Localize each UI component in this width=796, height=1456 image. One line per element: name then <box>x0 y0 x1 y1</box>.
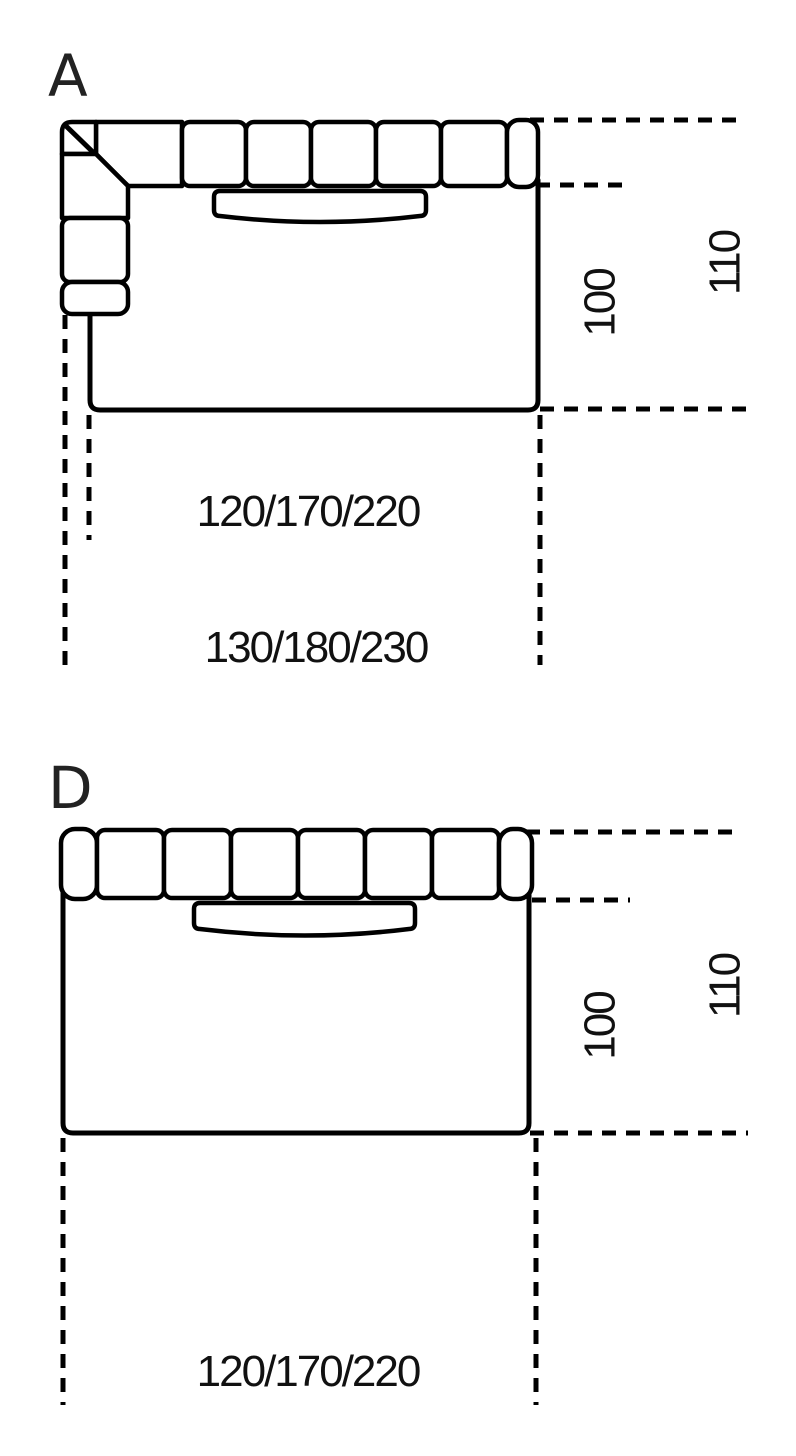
left-arm-end <box>58 826 100 902</box>
back-cushions <box>93 117 541 190</box>
back-cushion <box>308 119 379 189</box>
back-cushion <box>94 827 167 901</box>
right-arm-end <box>504 117 541 190</box>
dim-inner-width: 120/170/220 <box>197 1347 420 1396</box>
back-cushion <box>243 119 314 189</box>
seat-body <box>87 177 541 413</box>
diagram-d: D 100 110 120/170/220 <box>48 754 750 1405</box>
diagram-d-label: D <box>48 754 93 822</box>
dim-total-depth: 110 <box>701 953 750 1018</box>
side-cushion <box>59 151 131 221</box>
back-cushion <box>438 119 510 189</box>
seat-body <box>60 877 532 1136</box>
back-cushion <box>179 119 249 189</box>
left-arm-end <box>59 279 131 317</box>
dim-outer-width: 130/180/230 <box>205 623 428 672</box>
dim-seat-depth: 100 <box>576 992 625 1060</box>
back-cushion <box>362 827 435 901</box>
back-cushion <box>228 827 301 901</box>
dim-inner-width: 120/170/220 <box>197 487 420 536</box>
dim-seat-depth: 100 <box>576 269 625 337</box>
side-cushion <box>59 215 131 285</box>
seat-cushion <box>191 900 418 938</box>
corner-cushions <box>59 119 132 317</box>
back-cushion <box>429 827 502 901</box>
back-cushion <box>295 827 368 901</box>
right-arm-end <box>496 826 535 902</box>
diagram-a: A 100 110 <box>48 42 750 672</box>
seat-cushion <box>211 188 429 225</box>
back-cushion <box>373 119 444 189</box>
diagram-a-label: A <box>48 42 88 110</box>
back-cushion <box>161 827 234 901</box>
dim-total-depth: 110 <box>701 230 750 295</box>
back-cushions <box>58 826 535 902</box>
